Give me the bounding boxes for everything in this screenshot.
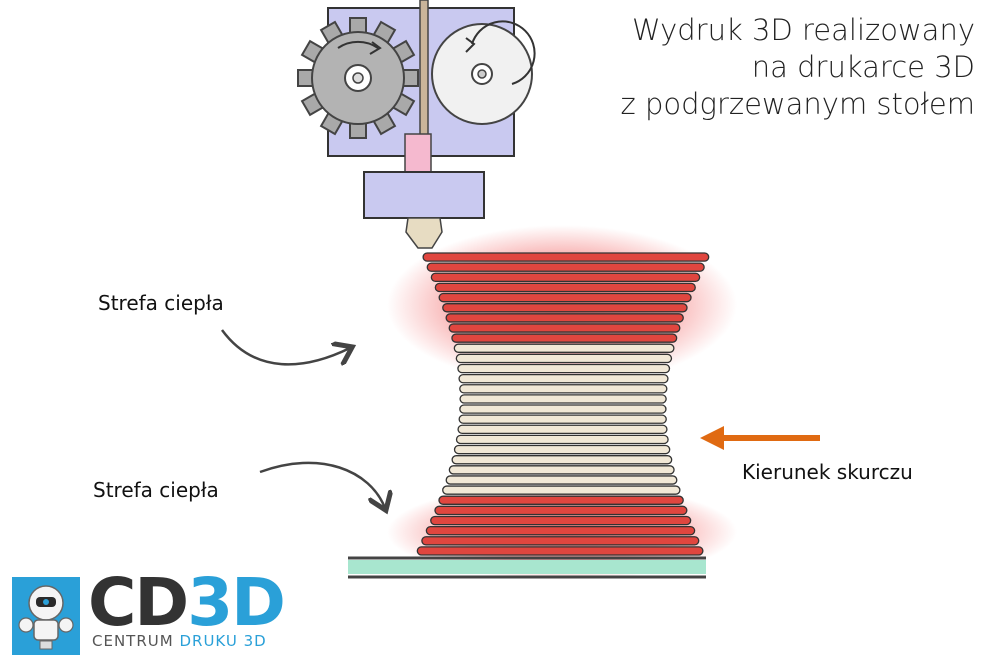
layer — [458, 414, 667, 424]
layer — [453, 343, 675, 353]
layer — [459, 394, 667, 404]
layer — [455, 434, 669, 445]
layer — [442, 485, 681, 495]
layer — [459, 404, 667, 414]
logo-wordmark-cd: CD — [88, 564, 189, 641]
layer — [421, 536, 700, 546]
layer — [416, 546, 704, 556]
layer — [442, 303, 688, 313]
logo-tagline: CENTRUM DRUKU 3D — [92, 632, 267, 650]
gear-icon — [297, 17, 419, 139]
layer — [430, 272, 701, 283]
layer — [434, 505, 688, 516]
layer — [426, 262, 705, 272]
layer — [430, 515, 692, 526]
nozzle — [405, 217, 443, 249]
layer — [451, 333, 678, 343]
layer — [458, 373, 669, 384]
layer — [451, 455, 673, 465]
layer — [457, 363, 671, 374]
label-shrink-direction: Kierunek skurczu — [742, 460, 913, 484]
title-line-3: z podgrzewanym stołem — [620, 87, 975, 121]
layer — [457, 424, 668, 435]
layer — [438, 292, 692, 303]
layer — [445, 313, 684, 323]
logo-tagline-centrum: CENTRUM — [92, 632, 174, 650]
layer — [448, 465, 675, 475]
logo-wordmark: CD3D — [88, 570, 286, 636]
heater-block — [363, 171, 485, 219]
diagram-title: Wydruk 3D realizowany na drukarce 3D z p… — [621, 12, 975, 123]
layer — [422, 252, 710, 262]
layer — [434, 282, 696, 293]
extruder — [297, 0, 536, 249]
layer — [459, 384, 668, 394]
logo-wordmark-3d: 3D — [187, 564, 286, 641]
logo-tagline-druku: DRUKU 3D — [179, 632, 267, 650]
layer — [448, 323, 681, 333]
title-line-2: na drukarce 3D — [751, 50, 975, 84]
arrow-heat-bottom — [259, 461, 385, 508]
arrow-shrink — [700, 426, 820, 450]
title-line-1: Wydruk 3D realizowany — [631, 13, 975, 47]
wheel-icon — [431, 20, 536, 125]
layer — [445, 475, 678, 485]
label-heat-zone-top: Strefa ciepła — [98, 291, 224, 315]
layer — [425, 525, 696, 536]
label-heat-zone-bottom: Strefa ciepła — [93, 478, 219, 502]
heat-break — [404, 133, 432, 175]
printed-object — [416, 252, 710, 556]
arrow-heat-top — [220, 329, 350, 364]
layer — [438, 495, 684, 505]
layer — [453, 444, 671, 455]
robot-icon — [12, 577, 80, 655]
print-bed — [348, 556, 706, 579]
layer — [455, 353, 673, 364]
